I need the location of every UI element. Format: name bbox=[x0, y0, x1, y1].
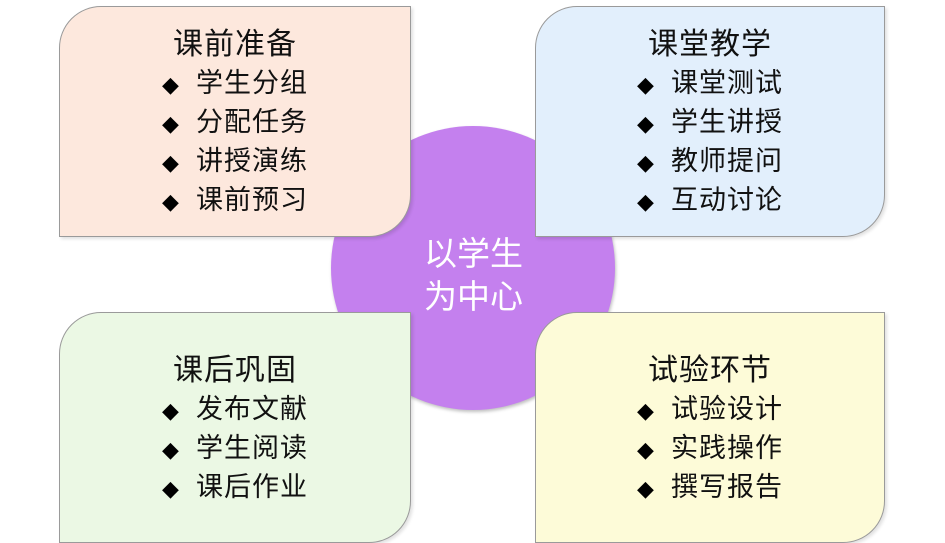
diamond-bullet-icon: ◆ bbox=[162, 151, 180, 176]
list-item: ◆ 发布文献 bbox=[162, 391, 308, 430]
item-label: 分配任务 bbox=[196, 107, 308, 138]
list-item: ◆ 试验设计 bbox=[637, 391, 783, 430]
center-label-line-1: 以学生 bbox=[424, 234, 523, 273]
item-label: 试验设计 bbox=[671, 394, 783, 425]
diamond-bullet-icon: ◆ bbox=[637, 477, 655, 502]
item-label: 实践操作 bbox=[671, 433, 783, 464]
list-item: ◆ 实践操作 bbox=[637, 430, 783, 469]
item-label: 讲授演练 bbox=[196, 146, 308, 177]
list-item: ◆ 讲授演练 bbox=[162, 143, 308, 182]
center-label: 以学生 为中心 bbox=[424, 232, 534, 318]
list-item: ◆ 学生分组 bbox=[162, 65, 308, 104]
item-label: 撰写报告 bbox=[671, 472, 783, 503]
diamond-bullet-icon: ◆ bbox=[637, 399, 655, 424]
item-label: 课堂测试 bbox=[671, 68, 783, 99]
list-item: ◆ 互动讨论 bbox=[637, 182, 783, 221]
card-experiment-session: 试验环节 ◆ 试验设计 ◆ 实践操作 ◆ 撰写报告 bbox=[535, 312, 885, 543]
card-title: 课堂教学 bbox=[648, 27, 772, 62]
card-pre-class-preparation: 课前准备 ◆ 学生分组 ◆ 分配任务 ◆ 讲授演练 ◆ 课前预习 bbox=[59, 6, 411, 237]
card-classroom-teaching: 课堂教学 ◆ 课堂测试 ◆ 学生讲授 ◆ 教师提问 ◆ 互动讨论 bbox=[535, 6, 885, 237]
list-item: ◆ 学生阅读 bbox=[162, 430, 308, 469]
diamond-bullet-icon: ◆ bbox=[162, 112, 180, 137]
card-item-list: ◆ 学生分组 ◆ 分配任务 ◆ 讲授演练 ◆ 课前预习 bbox=[162, 65, 308, 221]
list-item: ◆ 教师提问 bbox=[637, 143, 783, 182]
item-label: 学生讲授 bbox=[671, 107, 783, 138]
list-item: ◆ 课后作业 bbox=[162, 469, 308, 508]
diamond-bullet-icon: ◆ bbox=[162, 190, 180, 215]
list-item: ◆ 撰写报告 bbox=[637, 469, 783, 508]
diamond-bullet-icon: ◆ bbox=[162, 477, 180, 502]
card-post-class-consolidation: 课后巩固 ◆ 发布文献 ◆ 学生阅读 ◆ 课后作业 bbox=[59, 312, 411, 543]
diamond-bullet-icon: ◆ bbox=[637, 190, 655, 215]
diamond-bullet-icon: ◆ bbox=[162, 73, 180, 98]
list-item: ◆ 学生讲授 bbox=[637, 104, 783, 143]
diamond-bullet-icon: ◆ bbox=[162, 399, 180, 424]
list-item: ◆ 分配任务 bbox=[162, 104, 308, 143]
list-item: ◆ 课堂测试 bbox=[637, 65, 783, 104]
item-label: 学生分组 bbox=[196, 68, 308, 99]
diamond-bullet-icon: ◆ bbox=[162, 438, 180, 463]
item-label: 教师提问 bbox=[671, 146, 783, 177]
diamond-bullet-icon: ◆ bbox=[637, 73, 655, 98]
card-item-list: ◆ 试验设计 ◆ 实践操作 ◆ 撰写报告 bbox=[637, 391, 783, 508]
center-label-line-2: 为中心 bbox=[424, 277, 523, 316]
list-item: ◆ 课前预习 bbox=[162, 182, 308, 221]
card-item-list: ◆ 课堂测试 ◆ 学生讲授 ◆ 教师提问 ◆ 互动讨论 bbox=[637, 65, 783, 221]
card-title: 课前准备 bbox=[173, 27, 297, 62]
item-label: 课后作业 bbox=[196, 472, 308, 503]
diamond-bullet-icon: ◆ bbox=[637, 112, 655, 137]
item-label: 课前预习 bbox=[196, 185, 308, 216]
diamond-bullet-icon: ◆ bbox=[637, 151, 655, 176]
item-label: 学生阅读 bbox=[196, 433, 308, 464]
item-label: 发布文献 bbox=[196, 394, 308, 425]
diamond-bullet-icon: ◆ bbox=[637, 438, 655, 463]
item-label: 互动讨论 bbox=[671, 185, 783, 216]
card-item-list: ◆ 发布文献 ◆ 学生阅读 ◆ 课后作业 bbox=[162, 391, 308, 508]
card-title: 试验环节 bbox=[648, 353, 772, 388]
card-title: 课后巩固 bbox=[173, 353, 297, 388]
